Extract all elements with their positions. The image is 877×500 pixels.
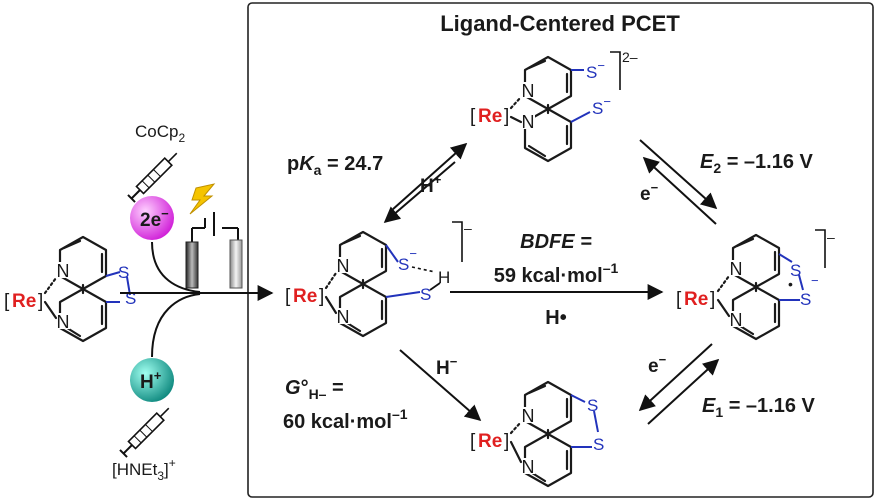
proton-label: H+ (140, 368, 162, 393)
hydride-step: H− G°H– = 60 kcal·mol–1 (283, 349, 482, 433)
n-atom: N (57, 312, 70, 332)
re-bracket-close: ] (319, 286, 324, 307)
n-atom: N (337, 307, 350, 327)
re-label: Re (478, 106, 502, 127)
s-atom: S (420, 285, 431, 304)
charge-label: 2– (622, 49, 638, 65)
bdfe-label: BDFE = (520, 231, 592, 253)
two-electron-label: 2e− (140, 206, 169, 231)
re-bracket-open: [ (470, 106, 476, 127)
e1-equilibrium: e− E1 = –1.16 V (638, 343, 816, 425)
starting-complex: N N [ Re ] S S (4, 235, 136, 343)
h-atom: H (438, 268, 450, 287)
re-label: Re (293, 286, 317, 307)
n-atom: N (522, 81, 535, 101)
pka-proton-label: H+ (420, 172, 442, 197)
thiol-complex: N N [ Re ] S− S H – (285, 220, 472, 338)
radical-complex: N N [ Re ] S S • − – (676, 229, 835, 341)
s-atom: S− (398, 246, 417, 274)
cocp2-label: CoCp2 (135, 122, 185, 145)
bdfe-value: 59 kcal·mol–1 (494, 260, 619, 287)
bdfe-step: BDFE = 59 kcal·mol–1 H• (450, 231, 664, 329)
pka-label: pKa = 24.7 (287, 153, 383, 178)
re-label: Re (684, 289, 708, 310)
syringe-icon (127, 152, 178, 203)
s-atom: S− (592, 94, 611, 118)
n-atom: N (730, 310, 743, 330)
n-atom: N (730, 259, 743, 279)
electron-ball-icon (130, 196, 174, 240)
e2-electron-label: e− (640, 180, 659, 205)
s-atom: S (125, 289, 136, 308)
g-value: 60 kcal·mol–1 (283, 406, 408, 433)
s-atom: S− (586, 58, 605, 82)
re-bracket-close: ] (504, 431, 509, 452)
re-bracket-open: [ (470, 431, 476, 452)
re-bracket-open: [ (4, 291, 10, 312)
pka-equilibrium: pKa = 24.7 H+ (287, 142, 468, 224)
e2-equilibrium: e− E2 = –1.16 V (639, 139, 814, 225)
s-atom: S (593, 435, 604, 454)
charge-label: – (464, 220, 472, 236)
e1-electron-label: e− (648, 352, 667, 377)
n-atom: N (522, 406, 535, 426)
reagents: CoCp2 2e− H+ (112, 122, 274, 483)
s-minus: − (811, 273, 819, 288)
charge-label: – (827, 229, 835, 245)
disulfide-complex: N N [ Re ] S S (470, 380, 604, 488)
e2-label: E2 = –1.16 V (700, 151, 814, 176)
electrodes-icon (185, 212, 243, 289)
s-atom: S (800, 290, 811, 309)
re-bracket-close: ] (504, 106, 509, 127)
s-atom: S (587, 396, 598, 415)
e1-label: E1 = –1.16 V (702, 395, 816, 420)
box-title: Ligand-Centered PCET (440, 11, 680, 36)
hydride-label: H− (436, 354, 458, 379)
n-atom: N (337, 256, 350, 276)
lightning-icon (189, 183, 216, 215)
g-label: G°H– = (285, 377, 344, 402)
radical-dot: • (788, 276, 793, 292)
h-atom-label: H• (545, 307, 566, 329)
n-atom: N (522, 112, 535, 132)
re-label: Re (12, 291, 36, 312)
re-bracket-close: ] (710, 289, 715, 310)
re-label: Re (478, 431, 502, 452)
pcet-box (247, 2, 874, 498)
re-bracket-open: [ (285, 286, 291, 307)
s-atom: S (790, 261, 801, 280)
re-bracket-close: ] (38, 291, 43, 312)
proton-ball-icon (130, 358, 174, 402)
n-atom: N (522, 457, 535, 477)
syringe-icon (119, 407, 170, 458)
n-atom: N (57, 261, 70, 281)
dianion-complex: N N [ Re ] S− S− 2– (470, 49, 638, 163)
s-atom: S (118, 263, 129, 282)
re-bracket-open: [ (676, 289, 682, 310)
hnet3-label: [HNEt3]+ (112, 456, 176, 483)
